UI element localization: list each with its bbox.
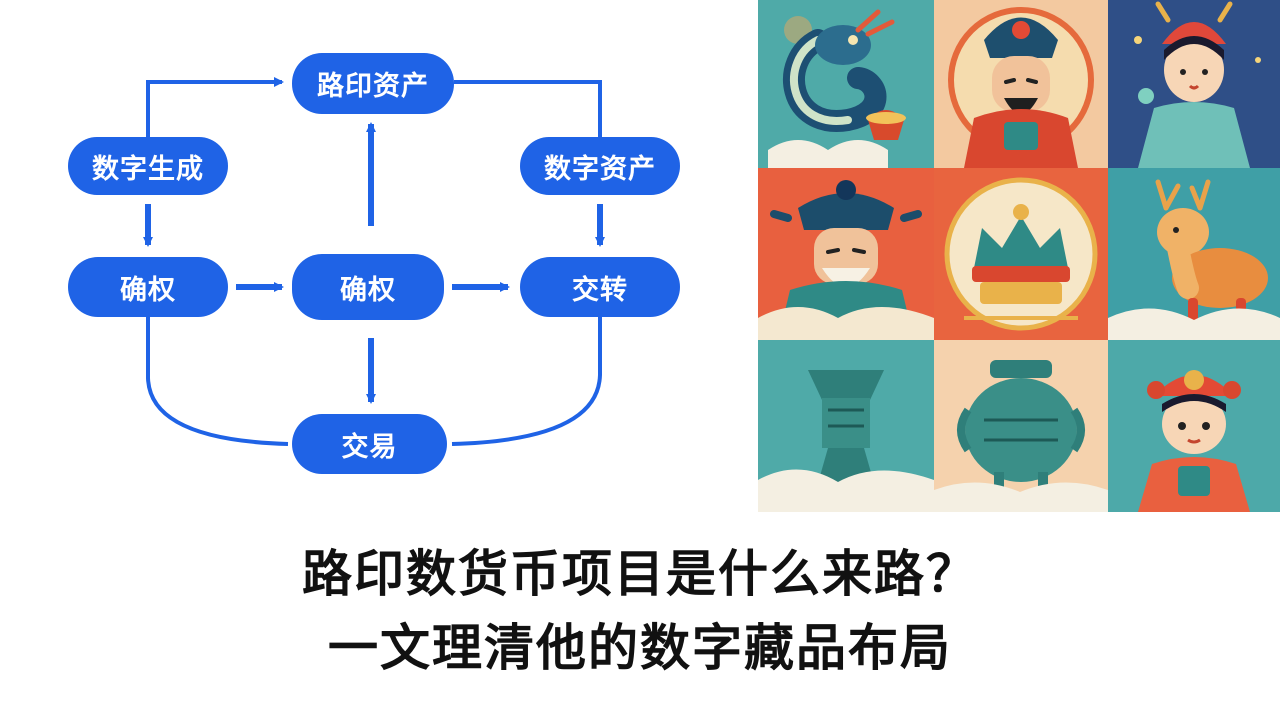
connector-transfer-to-trade <box>451 317 602 446</box>
node-rights-left: 确权 <box>68 257 228 317</box>
node-trade: 交易 <box>292 414 447 474</box>
child-deity-icon <box>1138 370 1250 512</box>
bronze-vessel-icon <box>758 370 934 512</box>
headline-line-1: 路印数货币项目是什么来路？ <box>302 545 978 603</box>
crown-emblem-icon <box>944 177 1098 331</box>
gallery-tile-deity-maiden <box>1108 0 1280 168</box>
connector-rights-left-to-trade <box>146 317 289 446</box>
dragon-icon <box>768 9 906 168</box>
connector-luyin-to-digital-asset <box>454 80 602 137</box>
gallery-tile-child-deity <box>1108 340 1280 512</box>
connector-generation-to-luyin <box>146 77 284 137</box>
gallery-tile-deity-guardian <box>934 0 1108 168</box>
node-transfer: 交转 <box>520 257 680 317</box>
headline-line-2: 一文理清他的数字藏品布局 <box>328 619 952 677</box>
gallery-tile-dragon <box>758 0 934 168</box>
deer-icon <box>1108 179 1280 340</box>
gallery-tile-crown-emblem <box>934 168 1108 340</box>
gallery-tile-official-figure <box>758 168 934 340</box>
node-digital-generation: 数字生成 <box>68 137 228 195</box>
gallery-tile-bronze-vessel <box>758 340 934 512</box>
official-figure-icon <box>758 180 934 340</box>
deity-maiden-icon <box>1134 1 1261 168</box>
bronze-ding-icon <box>934 360 1108 512</box>
node-digital-asset: 数字资产 <box>520 137 680 195</box>
node-rights-center: 确权 <box>292 254 444 320</box>
gallery-tile-bronze-ding <box>934 340 1108 512</box>
node-luyin-asset: 路印资产 <box>292 53 454 114</box>
gallery-tile-deer <box>1108 168 1280 340</box>
deity-guardian-icon <box>948 7 1094 168</box>
collectibles-gallery <box>758 0 1280 512</box>
